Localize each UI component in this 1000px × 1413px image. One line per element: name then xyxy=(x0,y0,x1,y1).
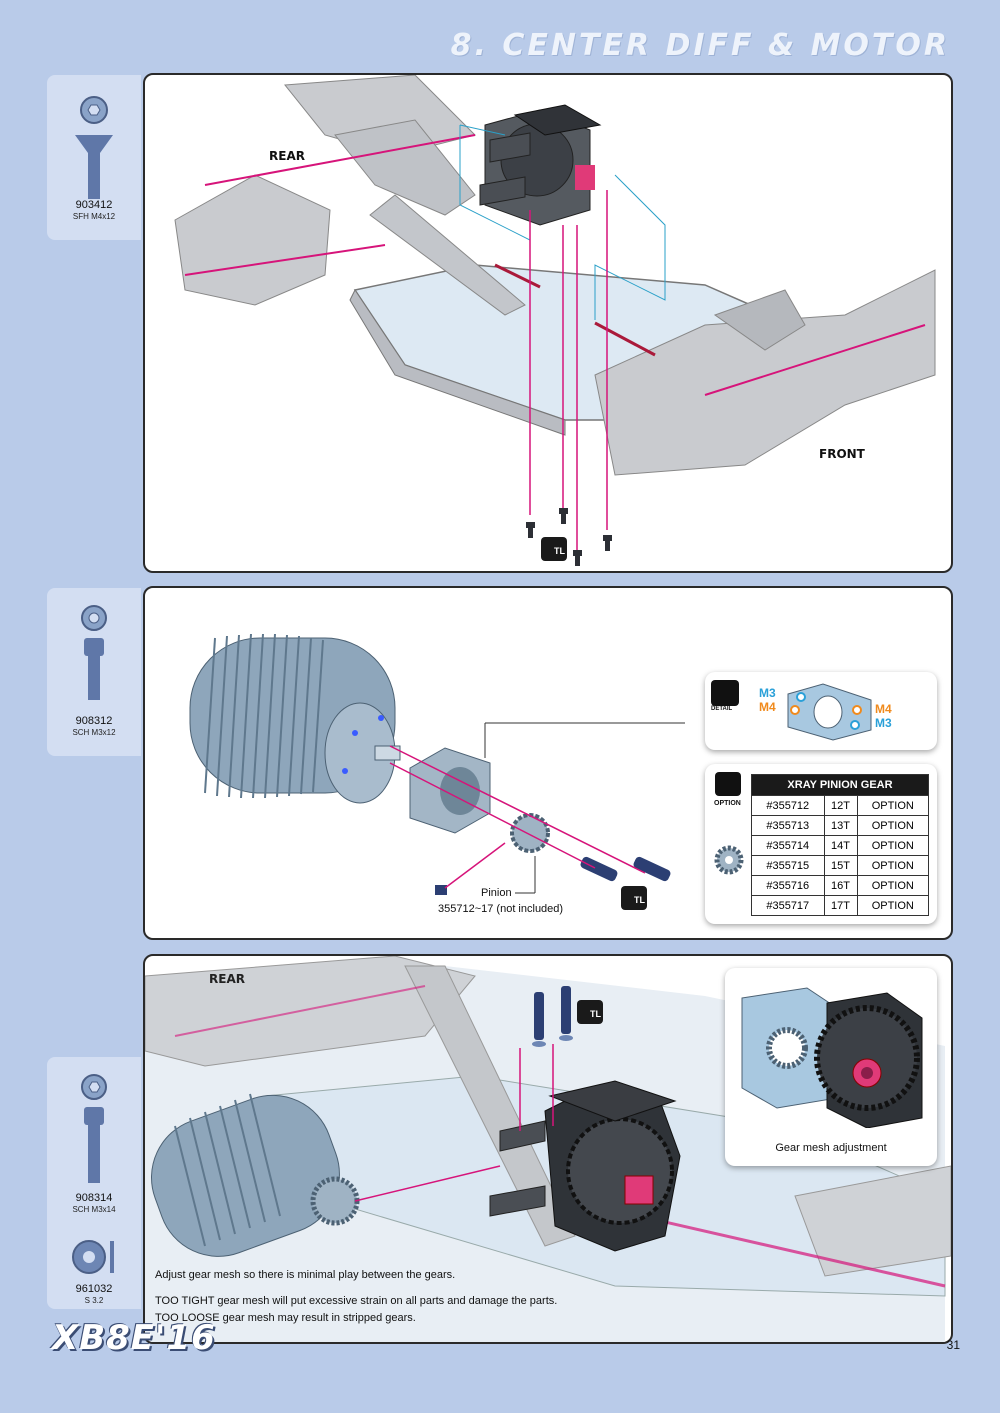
option-label: OPTION xyxy=(714,800,741,807)
cell-teeth: 17T xyxy=(823,895,858,916)
cell-part: #355717 xyxy=(751,895,825,916)
socket-head-screw-icon xyxy=(81,1074,107,1183)
magnifier-icon xyxy=(711,680,739,706)
gear-mesh-detail-box: Gear mesh adjustment xyxy=(725,968,937,1166)
chassis-illustration xyxy=(174,75,936,566)
part-desc-908314: SCH M3x14 xyxy=(72,1205,116,1214)
front-label: FRONT xyxy=(819,447,865,461)
parts-card-step3: 908314 SCH M3x14 961032 S 3.2 xyxy=(47,1057,141,1309)
too-tight-label: TOO TIGHT xyxy=(155,1295,215,1307)
cell-teeth: 14T xyxy=(823,835,858,856)
pinion-label: Pinion xyxy=(481,887,512,899)
part-desc-903412: SFH M4x12 xyxy=(72,212,116,221)
threadlock-icon: TL xyxy=(541,537,567,561)
parts-card-step2: 908312 SCH M3x12 xyxy=(47,588,141,756)
cell-teeth: 16T xyxy=(823,875,858,896)
too-tight-text: gear mesh will put excessive strain on a… xyxy=(214,1295,558,1307)
product-logo: XB8E'16 xyxy=(52,1318,216,1358)
m4-right-label: M4 xyxy=(875,702,892,716)
cell-status: OPTION xyxy=(856,815,930,836)
threadlock-icon: TL xyxy=(577,1000,603,1024)
too-loose-text: gear mesh may result in stripped gears. xyxy=(219,1312,416,1324)
gear-mesh-caption: Gear mesh adjustment xyxy=(775,1142,887,1154)
part-code-908314: 908314 xyxy=(75,1192,113,1204)
cell-part: #355714 xyxy=(751,835,825,856)
m3-right-label: M3 xyxy=(875,716,892,730)
rear-label: REAR xyxy=(269,149,305,163)
cell-status: OPTION xyxy=(856,795,930,816)
tool-label: TL xyxy=(634,895,645,905)
cell-part: #355712 xyxy=(751,795,825,816)
washer-icon xyxy=(72,1240,114,1274)
page-number: 31 xyxy=(946,1338,960,1352)
socket-head-screw-icon xyxy=(81,605,107,700)
cell-status: OPTION xyxy=(856,855,930,876)
cell-part: #355715 xyxy=(751,855,825,876)
pinion-table-title: XRAY PINION GEAR xyxy=(751,774,929,796)
page-title: 8. CENTER DIFF & MOTOR xyxy=(450,28,950,63)
thumbs-up-icon xyxy=(715,772,741,796)
motor-mount-detail-icon xyxy=(787,683,872,741)
gear-mesh-note: Adjust gear mesh so there is minimal pla… xyxy=(155,1269,456,1281)
m4-left-label: M4 xyxy=(759,700,776,714)
cell-teeth: 12T xyxy=(823,795,858,816)
tool-label: TL xyxy=(554,546,565,556)
too-loose-label: TOO LOOSE xyxy=(155,1312,220,1324)
cell-teeth: 13T xyxy=(823,815,858,836)
step1-panel: REAR FRONT TL xyxy=(143,73,953,573)
part-desc-961032: S 3.2 xyxy=(84,1296,104,1305)
gear-mesh-icon xyxy=(741,987,923,1128)
cell-part: #355713 xyxy=(751,815,825,836)
pinion-gear-icon xyxy=(714,845,744,875)
tool-label: TL xyxy=(590,1009,601,1019)
part-code-908312: 908312 xyxy=(75,715,113,727)
cell-status: OPTION xyxy=(856,835,930,856)
part-code-961032: 961032 xyxy=(75,1283,113,1295)
threadlock-icon: TL xyxy=(621,886,647,910)
cell-teeth: 15T xyxy=(823,855,858,876)
cell-status: OPTION xyxy=(856,895,930,916)
step2-panel: Pinion 355712~17 (not included) TL DETAI… xyxy=(143,586,953,940)
too-loose-note: TOO LOOSE gear mesh may result in stripp… xyxy=(155,1312,416,1324)
detail-label: DETAIL xyxy=(711,706,733,712)
cell-part: #355716 xyxy=(751,875,825,896)
m3-left-label: M3 xyxy=(759,686,776,700)
too-tight-note: TOO TIGHT gear mesh will put excessive s… xyxy=(155,1295,557,1307)
motor-illustration xyxy=(189,633,685,895)
pinion-note: 355712~17 (not included) xyxy=(438,903,564,915)
part-code-903412: 903412 xyxy=(75,199,113,211)
detail-box: DETAIL M3 M4 M4 M3 xyxy=(705,672,937,750)
parts-card-step1: 903412 SFH M4x12 xyxy=(47,75,141,240)
cell-status: OPTION xyxy=(856,875,930,896)
rear-label: REAR xyxy=(209,972,245,986)
step3-panel: REAR TL Gear mesh adjustment Adjust gear… xyxy=(143,954,953,1344)
part-desc-908312: SCH M3x12 xyxy=(72,728,116,737)
flat-head-screw-icon xyxy=(75,96,113,199)
